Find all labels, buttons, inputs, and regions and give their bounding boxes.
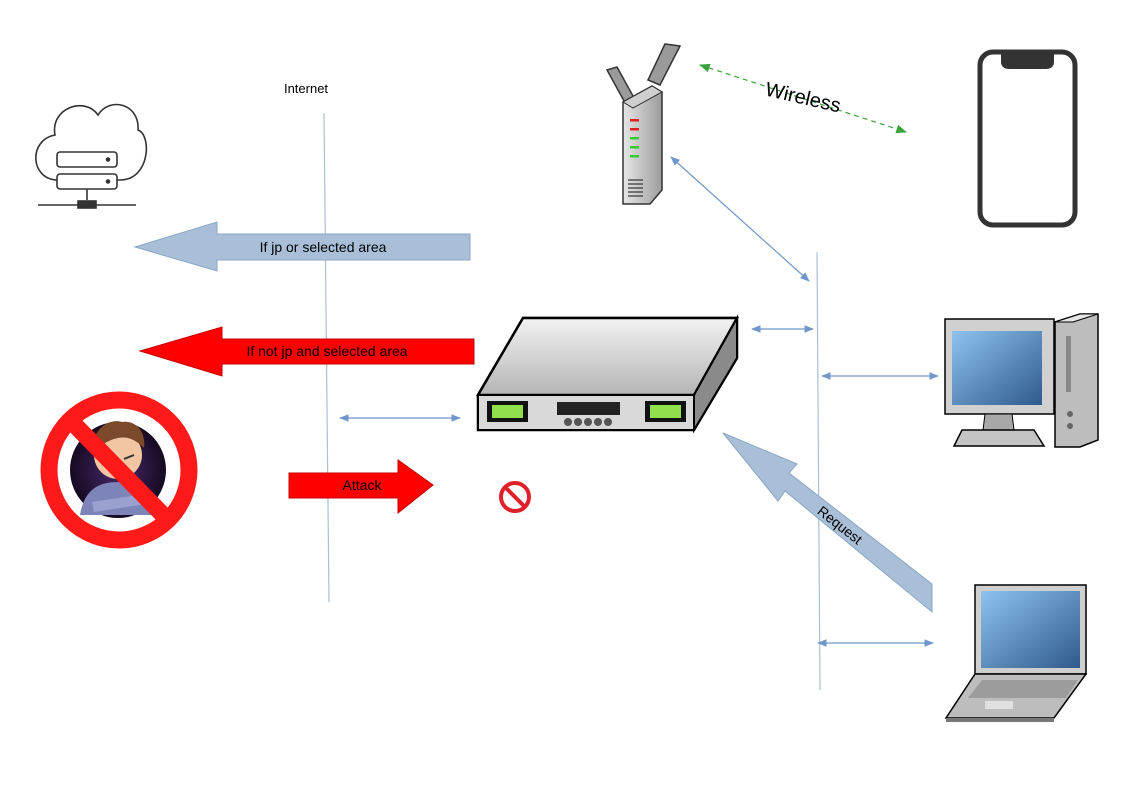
internet-label: Internet [284, 81, 328, 96]
attack-arrow: Attack [288, 459, 434, 515]
blocked-route-arrow: If not jp and selected area [138, 326, 475, 377]
smartphone-icon[interactable] [977, 49, 1078, 228]
laptop-icon[interactable] [944, 584, 1088, 722]
no-entry-icon [499, 481, 531, 513]
wireless-label: Wireless [763, 79, 843, 118]
router-appliance-icon[interactable] [475, 314, 740, 434]
desktop-computer-icon[interactable] [944, 313, 1099, 448]
request-arrow: Request [722, 432, 933, 614]
allowed-route-label: If jp or selected area [260, 239, 387, 255]
prohibited-attacker [40, 391, 198, 549]
prohibited-ring [40, 391, 198, 549]
cloud-server-icon[interactable] [35, 103, 148, 209]
wifi-router-icon[interactable] [605, 43, 682, 205]
blocked-route-label: If not jp and selected area [246, 343, 407, 359]
lan-bus-line [816, 251, 821, 691]
request-label: Request [815, 503, 866, 548]
wifi-lan-link [670, 156, 810, 282]
allowed-route-arrow: If jp or selected area [133, 221, 471, 272]
wireless-link: Wireless [698, 63, 908, 134]
prohibited-slash [63, 414, 175, 526]
attack-label: Attack [343, 477, 383, 493]
